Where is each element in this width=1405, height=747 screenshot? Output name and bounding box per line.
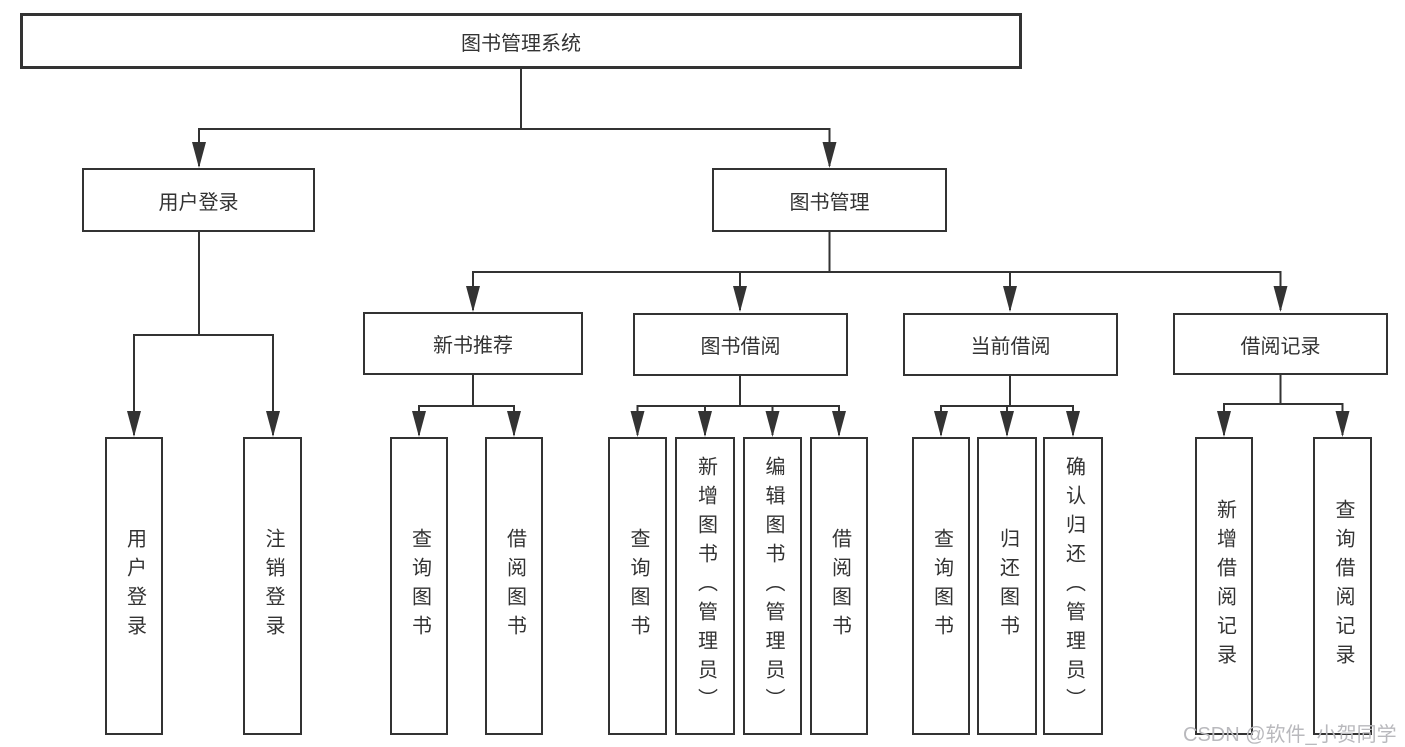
leaf-confirm-return-admin: 确认归还（管理员） <box>1043 437 1103 735</box>
node-book-borrowing: 图书借阅 <box>633 313 848 376</box>
leaf-label: 新增借阅记录 <box>1213 499 1236 673</box>
node-user-login: 用户登录 <box>82 168 315 232</box>
node-label: 借阅记录 <box>1240 335 1321 358</box>
node-label: 当前借阅 <box>970 336 1051 358</box>
leaf-logout: 注销登录 <box>243 437 302 735</box>
leaf-add-borrow-record: 新增借阅记录 <box>1195 437 1253 735</box>
leaf-edit-books-admin: 编辑图书（管理员） <box>743 437 802 735</box>
leaf-label: 借阅图书 <box>828 528 851 644</box>
node-current-borrowing: 当前借阅 <box>903 313 1118 376</box>
leaf-borrow-books-borrowing: 借阅图书 <box>810 437 868 735</box>
csdn-watermark: CSDN @软件_小贺同学 <box>1183 724 1397 746</box>
leaf-label: 查询图书 <box>930 528 953 644</box>
leaf-label: 查询图书 <box>408 528 431 644</box>
connectors <box>127 69 1350 437</box>
node-label: 图书管理 <box>789 191 870 214</box>
node-library-management-system: 图书管理系统 <box>20 13 1022 69</box>
leaf-label: 新增图书（管理员） <box>694 455 717 717</box>
node-label: 图书借阅 <box>700 336 781 358</box>
leaf-label: 编辑图书（管理员） <box>762 455 784 717</box>
leaf-query-books-current: 查询图书 <box>912 437 970 735</box>
node-label: 图书管理系统 <box>461 32 581 55</box>
node-label: 用户登录 <box>158 191 239 214</box>
leaf-label: 注销登录 <box>262 528 284 644</box>
leaf-return-books: 归还图书 <box>977 437 1037 735</box>
leaf-label: 确认归还（管理员） <box>1062 455 1085 717</box>
leaf-add-books-admin: 新增图书（管理员） <box>675 437 735 735</box>
leaf-label: 查询借阅记录 <box>1332 499 1354 673</box>
leaf-query-books-borrowing: 查询图书 <box>608 437 667 735</box>
node-label: 新书推荐 <box>433 335 513 357</box>
leaf-query-borrow-record: 查询借阅记录 <box>1313 437 1372 735</box>
leaf-label: 用户登录 <box>123 528 146 644</box>
node-borrowing-records: 借阅记录 <box>1173 313 1388 375</box>
leaf-label: 归还图书 <box>996 528 1019 644</box>
leaf-label: 借阅图书 <box>503 528 526 644</box>
node-new-book-recommendation: 新书推荐 <box>363 312 583 375</box>
leaf-query-books-recommend: 查询图书 <box>390 437 448 735</box>
leaf-borrow-books-recommend: 借阅图书 <box>485 437 543 735</box>
leaf-user-login: 用户登录 <box>105 437 163 735</box>
node-book-management: 图书管理 <box>712 168 947 232</box>
leaf-label: 查询图书 <box>627 528 649 644</box>
